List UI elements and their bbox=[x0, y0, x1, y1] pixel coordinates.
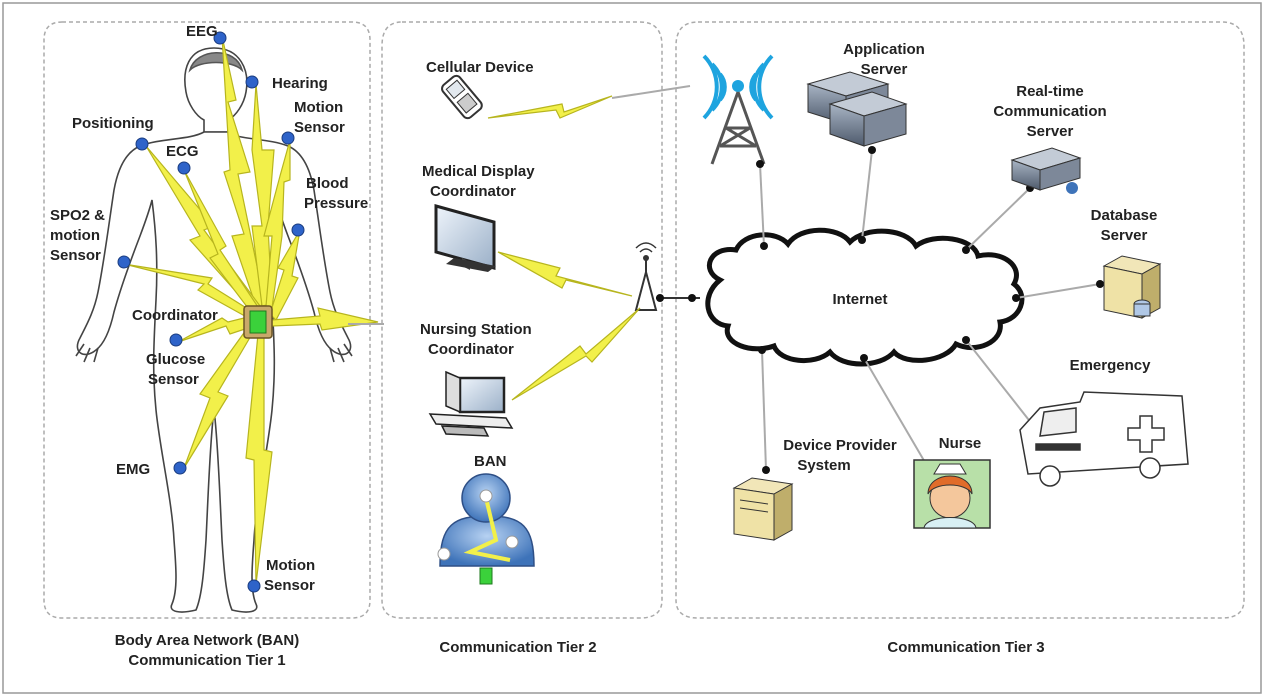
label-eeg: EEG bbox=[186, 23, 218, 40]
sensor-positioning-dot bbox=[135, 137, 149, 151]
sensor-dots bbox=[117, 31, 305, 593]
sensor-ecg-dot bbox=[177, 161, 191, 175]
bolt-emg bbox=[183, 329, 253, 469]
label-ecg: ECG bbox=[166, 143, 199, 160]
tier2-wireless-links bbox=[487, 95, 641, 401]
label-emg: EMG bbox=[116, 461, 150, 478]
tier2-panel bbox=[381, 21, 663, 619]
sensor-hearing-dot bbox=[245, 75, 259, 89]
cellular-tower-line bbox=[611, 85, 691, 99]
nursing-station-computer-icon bbox=[428, 370, 514, 437]
internet-cloud bbox=[705, 227, 1025, 367]
tier3-footer: Communication Tier 3 bbox=[887, 639, 1044, 656]
sensor-emg-dot bbox=[173, 461, 187, 475]
label-internet: Internet bbox=[832, 291, 887, 308]
sensor-motion-top-dot bbox=[281, 131, 295, 145]
application-server-icon bbox=[806, 71, 908, 147]
bolt-blood bbox=[269, 229, 301, 322]
access-point-icon bbox=[634, 242, 658, 311]
sensor-eeg-dot bbox=[213, 31, 227, 45]
bolt-nursing bbox=[511, 307, 641, 401]
label-coordinator: Coordinator bbox=[132, 307, 218, 324]
sensor-glucose-dot bbox=[169, 333, 183, 347]
tier1-panel bbox=[43, 21, 371, 619]
bolt-motion-top bbox=[263, 139, 291, 309]
realtime-server-icon bbox=[1010, 147, 1082, 194]
tier2-footer: Communication Tier 2 bbox=[439, 639, 596, 656]
label-positioning: Positioning bbox=[72, 115, 154, 132]
tier1-footer: Body Area Network (BAN)Communication Tie… bbox=[115, 632, 299, 669]
label-cellular-device: Cellular Device bbox=[426, 59, 534, 76]
coordinator-device bbox=[243, 305, 273, 339]
bolt-motion-bottom bbox=[245, 333, 273, 585]
sensor-motion-bottom-dot bbox=[247, 579, 261, 593]
bolt-ecg bbox=[183, 169, 261, 317]
medical-display-icon bbox=[434, 204, 496, 272]
label-emergency: Emergency bbox=[1070, 357, 1152, 374]
sensor-spo2-dot bbox=[117, 255, 131, 269]
sensor-blood-dot bbox=[291, 223, 305, 237]
cell-tower-icon bbox=[702, 54, 774, 165]
database-server-icon bbox=[1102, 255, 1162, 319]
tier3-panel bbox=[675, 21, 1245, 619]
label-nurse: Nurse bbox=[939, 435, 982, 452]
tier1-wireless-links bbox=[123, 35, 379, 585]
tier3-links bbox=[759, 149, 1101, 471]
cellular-phone-icon bbox=[441, 74, 483, 120]
bolt-display bbox=[497, 251, 633, 297]
label-hearing: Hearing bbox=[272, 75, 328, 92]
ban-person-icon bbox=[437, 473, 535, 585]
bolt-tier1-to-tier2 bbox=[271, 307, 379, 331]
device-provider-server-icon bbox=[732, 477, 794, 541]
bolt-cellular bbox=[487, 95, 613, 119]
ambulance-icon bbox=[1019, 391, 1189, 487]
nurse-icon bbox=[913, 459, 991, 529]
label-ban: BAN bbox=[474, 453, 507, 470]
